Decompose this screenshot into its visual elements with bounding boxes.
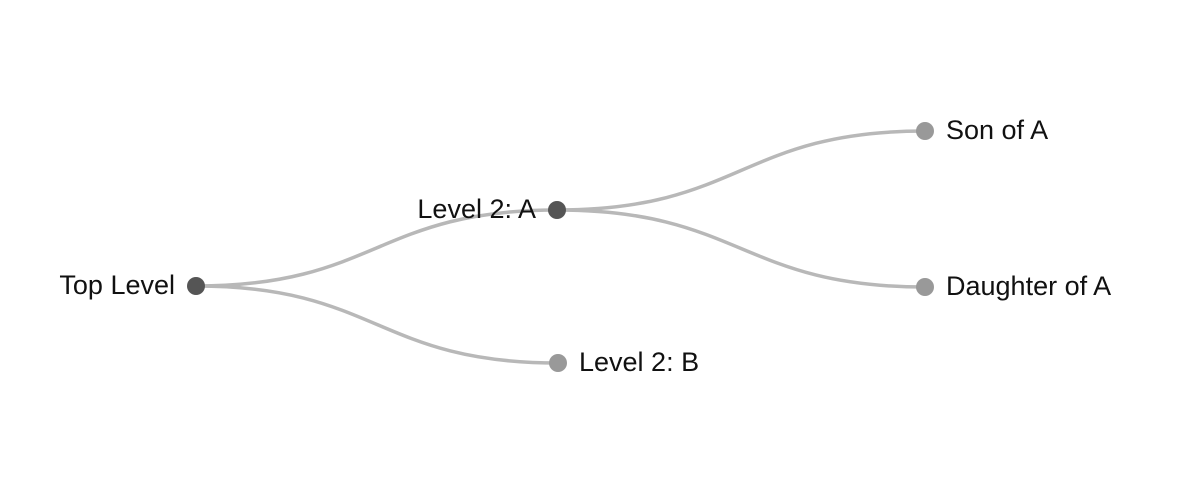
tree-node-level2b[interactable] (549, 354, 567, 372)
tree-node-daughterofa[interactable] (916, 278, 934, 296)
tree-edge (194, 284, 560, 365)
tree-node-label-sonofa: Son of A (946, 115, 1048, 145)
tree-node-label-top: Top Level (59, 270, 175, 300)
labels-layer: Top Level Level 2: A Level 2: B Son of A Dau… (59, 115, 1111, 377)
tree-edge (194, 208, 559, 288)
tree-node-sonofa[interactable] (916, 122, 934, 140)
tree-node-label-level2a: Level 2: A (417, 194, 536, 224)
tree-node-label-daughterofa: Daughter of A (946, 271, 1111, 301)
tree-node-top[interactable] (187, 277, 205, 295)
tree-edge (555, 129, 927, 212)
nodes-layer (187, 122, 934, 372)
tree-node-level2a[interactable] (548, 201, 566, 219)
tree-node-label-level2b: Level 2: B (579, 347, 699, 377)
edges-layer (194, 129, 927, 365)
tree-edge (555, 208, 927, 289)
